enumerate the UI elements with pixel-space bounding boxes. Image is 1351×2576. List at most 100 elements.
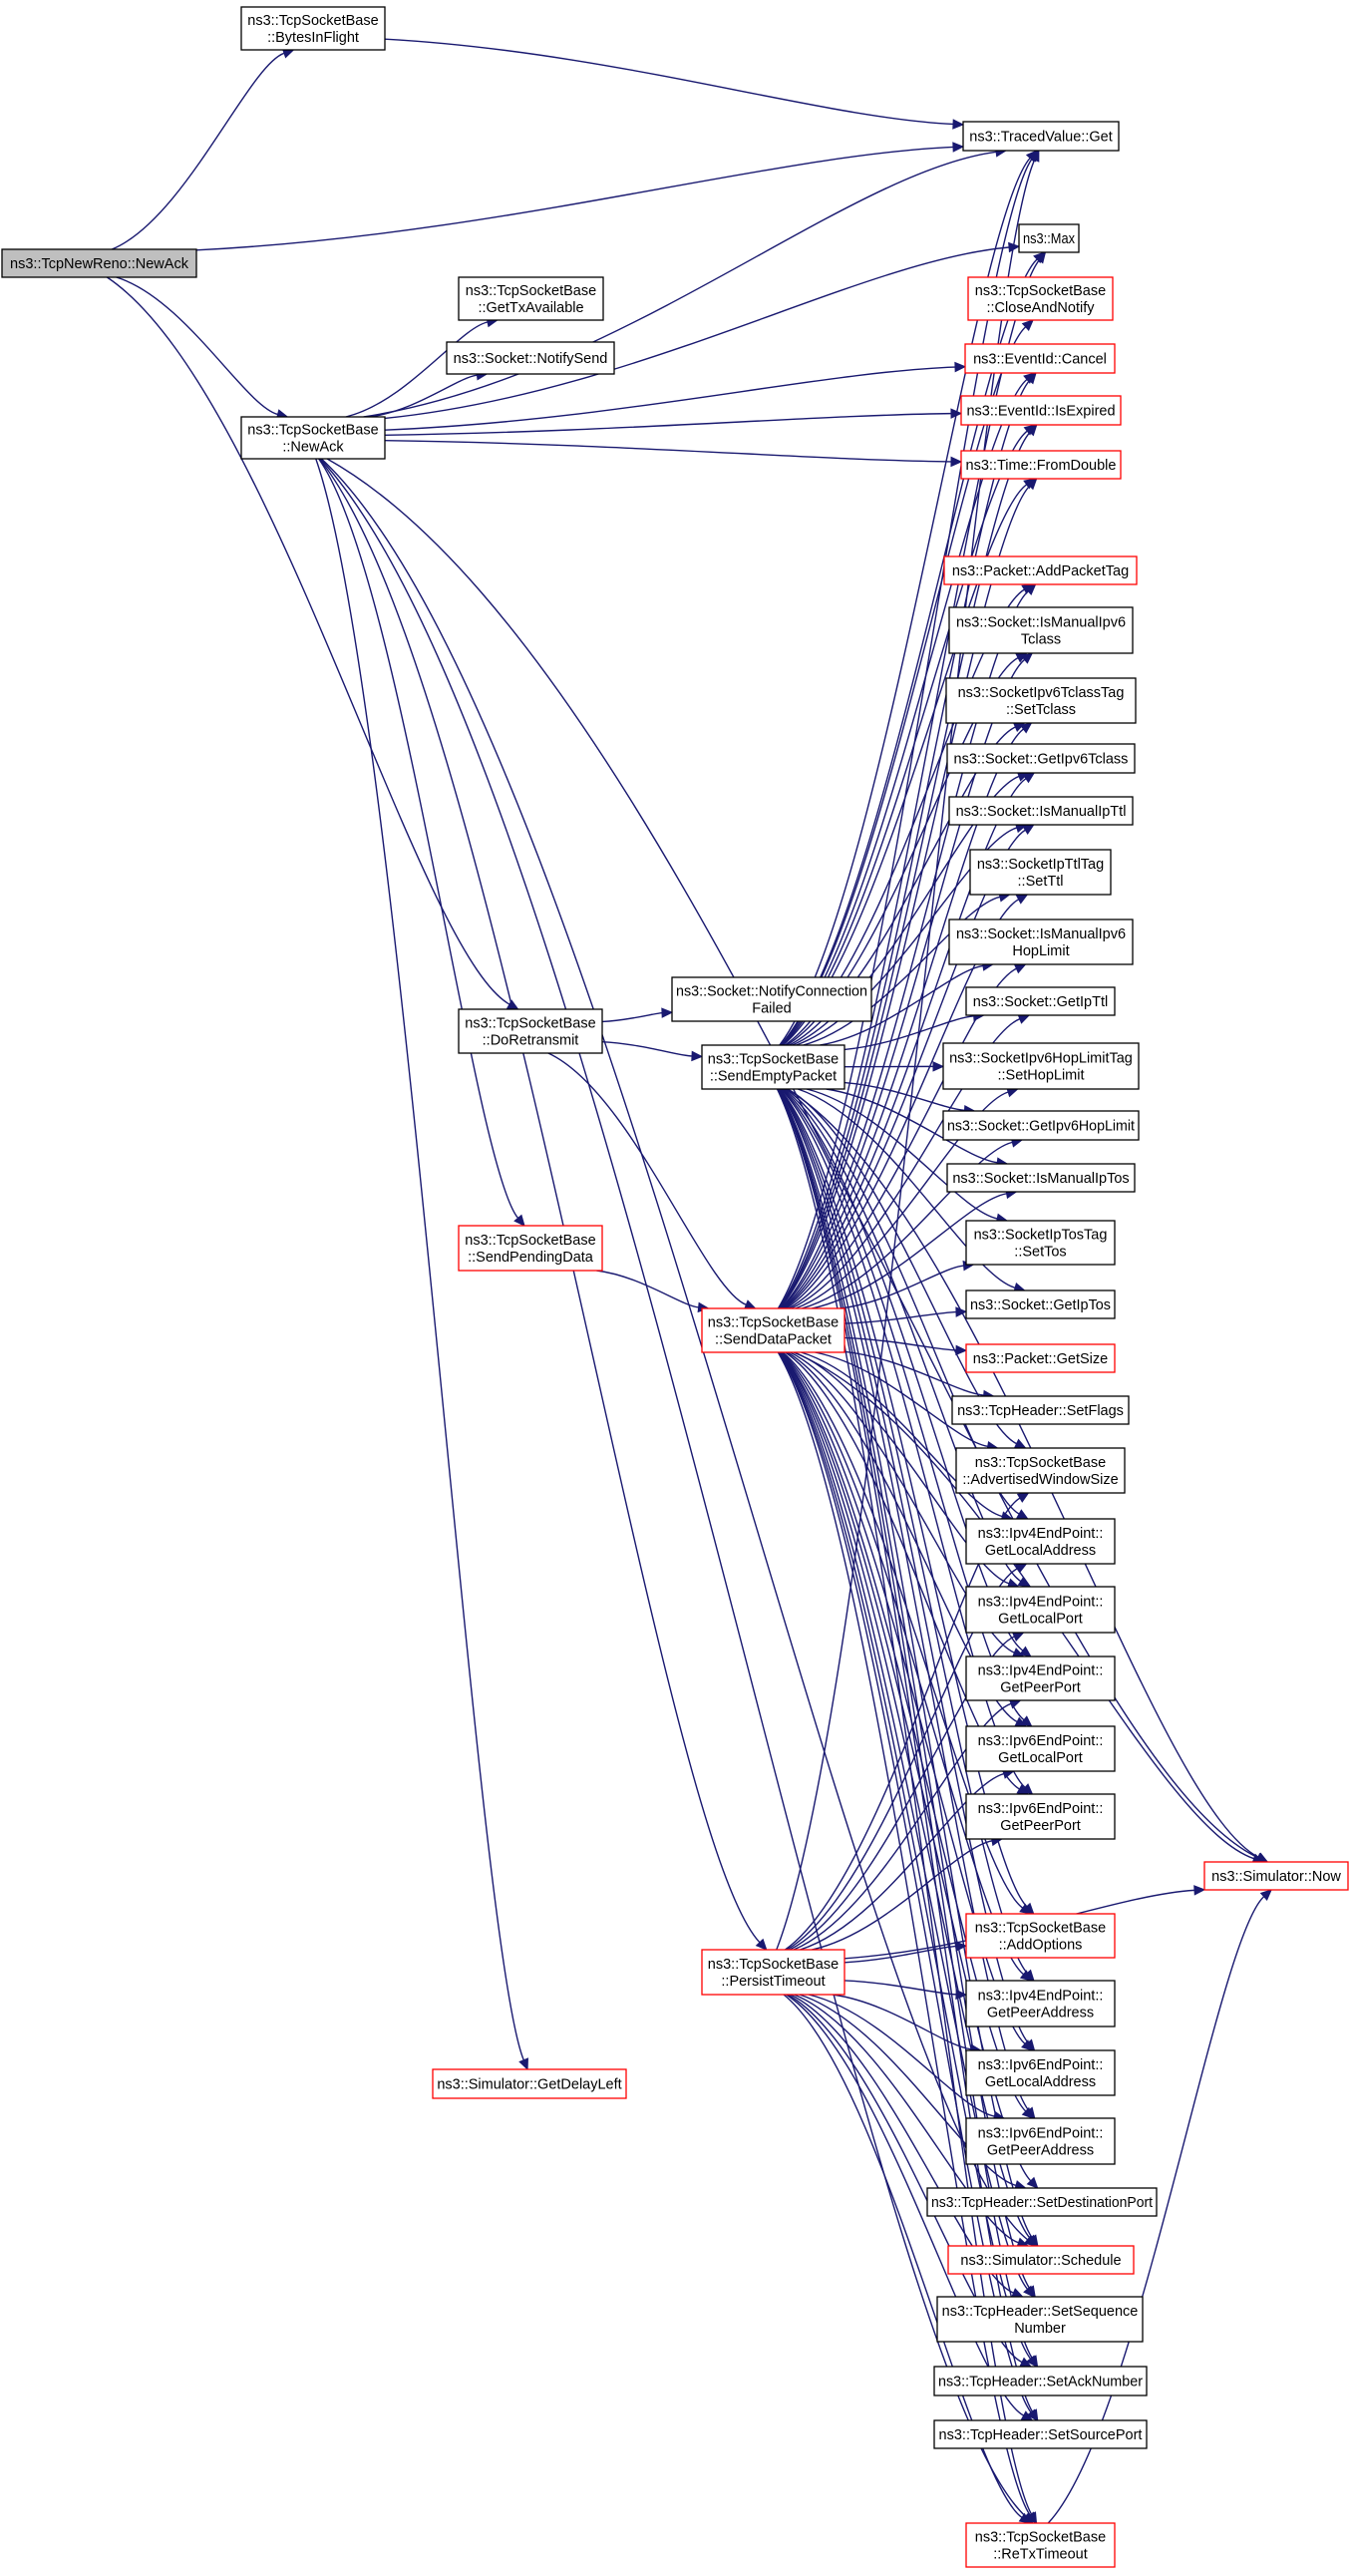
node-setTclass[interactable]: ns3::SocketIpv6TclassTag::SetTclass <box>945 677 1137 724</box>
node-label-line: ns3::Ipv6EndPoint:: <box>978 1801 1104 1817</box>
node-setHopLimit[interactable]: ns3::SocketIpv6HopLimitTag::SetHopLimit <box>942 1042 1140 1090</box>
arrowhead-baseNewAck-to-getDelayLeft <box>518 2057 528 2071</box>
node-v4PeerPort[interactable]: ns3::Ipv4EndPoint::GetPeerPort <box>965 1656 1116 1701</box>
node-v4PeerAddr[interactable]: ns3::Ipv4EndPoint::GetPeerAddress <box>965 1980 1116 2027</box>
node-setTos[interactable]: ns3::SocketIpTosTag::SetTos <box>965 1220 1116 1266</box>
node-advWindowSize[interactable]: ns3::TcpSocketBase::AdvertisedWindowSize <box>955 1447 1126 1494</box>
arrowhead-sendDataPacket-to-v4PeerAddr <box>1019 1970 1033 1982</box>
node-tracedGet[interactable]: ns3::TracedValue::Get <box>962 121 1120 152</box>
node-bytesInFlight[interactable]: ns3::TcpSocketBase::BytesInFlight <box>240 6 386 51</box>
arrowhead-persistTimeout-to-reTxTimeout <box>1018 2512 1032 2524</box>
node-getDelayLeft[interactable]: ns3::Simulator::GetDelayLeft <box>432 2068 627 2099</box>
node-isExpired[interactable]: ns3::EventId::IsExpired <box>960 395 1122 426</box>
node-label-line: ::PersistTimeout <box>721 1974 825 1990</box>
node-v6PeerPort[interactable]: ns3::Ipv6EndPoint::GetPeerPort <box>965 1793 1116 1840</box>
node-setTtl[interactable]: ns3::SocketIpTtlTag::SetTtl <box>969 849 1112 896</box>
arrowhead-sendDataPacket-to-setTclass <box>1019 722 1033 734</box>
node-v4LocalPort[interactable]: ns3::Ipv4EndPoint::GetLocalPort <box>965 1586 1116 1634</box>
node-getTxAvailable[interactable]: ns3::TcpSocketBase::GetTxAvailable <box>458 276 604 321</box>
node-label-line: ns3::Max <box>1023 231 1076 247</box>
node-max[interactable]: ns3::Max <box>1018 223 1080 253</box>
node-getSize[interactable]: ns3::Packet::GetSize <box>965 1343 1116 1373</box>
arrowhead-persistTimeout-to-tracedGet <box>1029 149 1040 163</box>
node-setFlags[interactable]: ns3::TcpHeader::SetFlags <box>951 1395 1130 1425</box>
node-label-line: ns3::Socket::GetIpv6HopLimit <box>947 1119 1135 1135</box>
arrowhead-sendDataPacket-to-eventCancel <box>1025 372 1037 385</box>
node-box <box>701 1044 845 1090</box>
node-label-line: ns3::Socket::IsManualIpTos <box>952 1171 1129 1187</box>
node-isManualIpTtl[interactable]: ns3::Socket::IsManualIpTtl <box>948 796 1134 826</box>
node-root[interactable]: ns3::TcpNewReno::NewAck <box>1 248 197 278</box>
arrowhead-persistTimeout-to-v4LocalPort <box>1011 1632 1025 1643</box>
node-schedule[interactable]: ns3::Simulator::Schedule <box>947 2245 1135 2275</box>
node-simNow[interactable]: ns3::Simulator::Now <box>1203 1861 1349 1891</box>
node-doRetransmit[interactable]: ns3::TcpSocketBase::DoRetransmit <box>458 1008 603 1054</box>
arrowhead-baseNewAck-to-sendPendingData <box>513 1214 525 1227</box>
node-box <box>965 986 1116 1016</box>
edge-sendDataPacket-to-eventCancel <box>778 380 1031 1309</box>
node-v4LocalAddr[interactable]: ns3::Ipv4EndPoint::GetLocalAddress <box>965 1518 1116 1565</box>
node-v6PeerAddr[interactable]: ns3::Ipv6EndPoint::GetPeerAddress <box>965 2117 1116 2165</box>
arrowhead-sendDataPacket-to-setDestPort <box>1026 2176 1039 2189</box>
node-getIpv6Tclass[interactable]: ns3::Socket::GetIpv6Tclass <box>946 743 1136 774</box>
node-sendPendingData[interactable]: ns3::TcpSocketBase::SendPendingData <box>458 1225 603 1272</box>
edge-sendDataPacket-to-getSize <box>844 1336 957 1351</box>
node-addOptions[interactable]: ns3::TcpSocketBase::AddOptions <box>965 1913 1116 1959</box>
node-getIpv6HopLimit[interactable]: ns3::Socket::GetIpv6HopLimit <box>942 1110 1140 1141</box>
node-label-line: ns3::TcpHeader::SetDestinationPort <box>931 2195 1153 2211</box>
edge-sendEmptyPacket-to-v4PeerAddr <box>779 1088 1028 1975</box>
node-setAckNum[interactable]: ns3::TcpHeader::SetAckNumber <box>933 2366 1148 2396</box>
node-addPacketTag[interactable]: ns3::Packet::AddPacketTag <box>943 555 1138 585</box>
node-setSrcPort[interactable]: ns3::TcpHeader::SetSourcePort <box>933 2419 1148 2449</box>
arrowhead-persistTimeout-to-addOptions <box>955 1941 968 1952</box>
edge-persistTimeout-to-v6PeerAddr <box>808 1994 995 2117</box>
edge-sendEmptyPacket-to-v6LocalAddr <box>778 1088 1029 2043</box>
node-box <box>965 1980 1116 2027</box>
node-eventCancel[interactable]: ns3::EventId::Cancel <box>964 343 1116 374</box>
node-box <box>458 1225 603 1272</box>
node-persistTimeout[interactable]: ns3::TcpSocketBase::PersistTimeout <box>701 1949 845 1996</box>
edge-sendDataPacket-to-isExpired <box>779 431 1031 1309</box>
arrowhead-persistTimeout-to-setSeqNum <box>1010 2288 1024 2298</box>
node-label-line: GetLocalPort <box>998 1612 1083 1628</box>
node-label-line: ::BytesInFlight <box>267 30 359 46</box>
edge-sendDataPacket-to-setSeqNum <box>778 1351 1029 2290</box>
node-closeAndNotify[interactable]: ns3::TcpSocketBase::CloseAndNotify <box>967 276 1114 321</box>
node-v6LocalPort[interactable]: ns3::Ipv6EndPoint::GetLocalPort <box>965 1725 1116 1772</box>
node-label-line: ns3::Socket::IsManualIpv6 <box>956 615 1126 631</box>
node-label-line: GetPeerAddress <box>987 2143 1094 2159</box>
node-box <box>1203 1861 1349 1891</box>
node-label-line: ns3::TcpSocketBase <box>708 1957 839 1973</box>
node-label-line: ns3::TcpSocketBase <box>465 1233 595 1249</box>
node-box <box>948 796 1134 826</box>
node-label-line: ns3::Simulator::Schedule <box>960 2253 1121 2269</box>
node-fromDouble[interactable]: ns3::Time::FromDouble <box>960 450 1122 480</box>
node-label-line: ns3::Socket::NotifySend <box>454 351 608 367</box>
node-label-line: ns3::TcpSocketBase <box>247 13 378 29</box>
node-v6LocalAddr[interactable]: ns3::Ipv6EndPoint::GetLocalAddress <box>965 2049 1116 2096</box>
node-label-line: ns3::TcpSocketBase <box>975 1455 1106 1471</box>
node-sendEmptyPacket[interactable]: ns3::TcpSocketBase::SendEmptyPacket <box>701 1044 845 1090</box>
node-label-line: GetLocalPort <box>998 1750 1083 1766</box>
node-label-line: ::SendEmptyPacket <box>710 1069 837 1085</box>
node-label-line: ns3::Simulator::Now <box>1211 1869 1341 1885</box>
node-reTxTimeout[interactable]: ns3::TcpSocketBase::ReTxTimeout <box>965 2522 1116 2568</box>
node-isManualIpTos[interactable]: ns3::Socket::IsManualIpTos <box>946 1163 1136 1193</box>
node-setDestPort[interactable]: ns3::TcpHeader::SetDestinationPort <box>926 2187 1158 2217</box>
node-label-line: ns3::TcpHeader::SetAckNumber <box>938 2375 1143 2391</box>
edge-baseNewAck-to-simNow <box>326 458 1258 1859</box>
node-baseNewAck[interactable]: ns3::TcpSocketBase::NewAck <box>240 416 386 460</box>
edge-sendEmptyPacket-to-v6PeerAddr <box>778 1088 1030 2111</box>
node-label-line: ns3::TcpNewReno::NewAck <box>10 256 189 272</box>
edge-doRetransmit-to-notifyConnFailed <box>601 1011 663 1023</box>
node-sendDataPacket[interactable]: ns3::TcpSocketBase::SendDataPacket <box>701 1307 845 1353</box>
node-getIpTos[interactable]: ns3::Socket::GetIpTos <box>965 1289 1116 1319</box>
node-getIpTtl[interactable]: ns3::Socket::GetIpTtl <box>965 986 1116 1016</box>
edge-persistTimeout-to-v4PeerAddr <box>844 1980 957 1996</box>
node-notifySend[interactable]: ns3::Socket::NotifySend <box>446 341 615 375</box>
node-label-line: ns3::TcpHeader::SetSequence <box>942 2304 1139 2320</box>
